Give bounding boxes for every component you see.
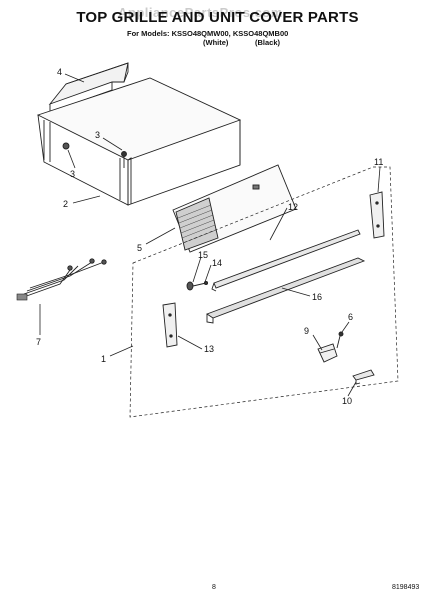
page-number: 8	[212, 584, 216, 591]
callout-5: 5	[137, 243, 142, 253]
callout-6: 6	[348, 312, 353, 322]
callout-3-upper: 3	[95, 130, 100, 140]
unit-cover-part	[36, 77, 242, 206]
clip-part	[317, 343, 338, 363]
small-screw-part	[336, 331, 344, 349]
callout-leaders	[39, 73, 381, 397]
document-number: 8198493	[392, 584, 420, 591]
callout-13: 13	[204, 344, 214, 354]
lower-rail-part	[206, 257, 366, 324]
screw-and-washer-part	[186, 280, 209, 291]
callout-3-lower: 3	[70, 169, 75, 179]
left-bracket-part	[162, 302, 178, 348]
wiring-harness-part	[16, 258, 107, 301]
callout-4: 4	[57, 67, 62, 77]
right-bracket-part	[369, 191, 385, 239]
callout-11: 11	[374, 157, 383, 167]
small-bracket-part	[352, 369, 375, 385]
callout-10: 10	[342, 396, 352, 406]
callout-2: 2	[63, 199, 68, 209]
grille-assembly-box	[129, 166, 399, 418]
callout-9: 9	[304, 326, 309, 336]
callout-1: 1	[101, 354, 106, 364]
callout-7: 7	[36, 337, 41, 347]
watermark-text: AppliancePartsPros.com	[118, 5, 283, 20]
models-line: For Models: KSSO48QMW00, KSSO48QMB00	[127, 29, 289, 38]
callout-15: 15	[198, 250, 208, 260]
page-title: TOP GRILLE AND UNIT COVER PARTS	[76, 9, 359, 26]
callout-labels: 4 3 3 2 5 11 12 15 14 7 16 1 13 9 6 10	[36, 67, 383, 406]
callout-14: 14	[212, 258, 222, 268]
upper-rail-part	[211, 229, 361, 292]
color-black-label: (Black)	[255, 38, 281, 47]
grille-panel-part	[172, 164, 297, 253]
callout-12: 12	[288, 202, 298, 212]
callout-16: 16	[312, 292, 322, 302]
color-white-label: (White)	[203, 38, 229, 47]
